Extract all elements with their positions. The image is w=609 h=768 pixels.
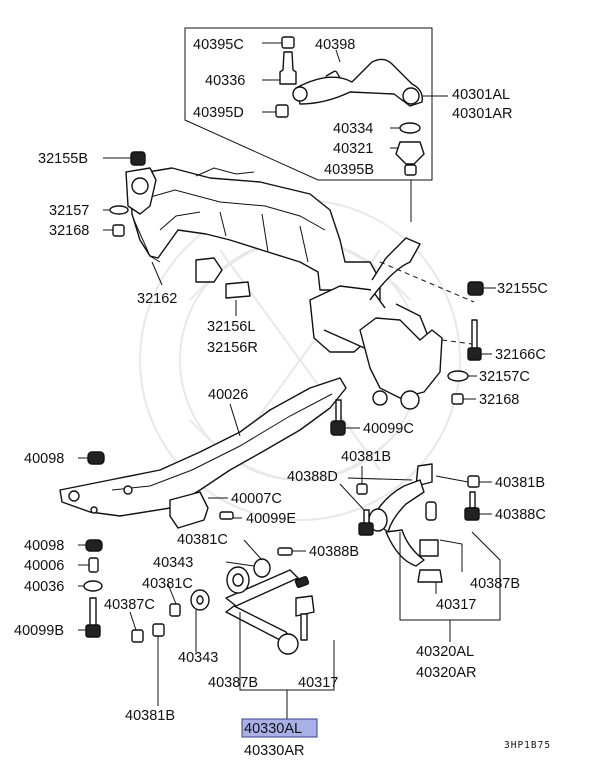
- nut-40381c: [167, 539, 263, 617]
- label-40334: 40334: [333, 121, 373, 137]
- leader-40387b: [439, 539, 463, 572]
- label-40320al: 40320AL: [416, 644, 474, 660]
- bracket-32156: [195, 257, 251, 316]
- nut-40395d: [275, 104, 289, 118]
- lower-arm-40320: [368, 463, 443, 583]
- label-40381b-mid: 40381B: [341, 449, 391, 465]
- label-32168-left: 32168: [49, 223, 89, 239]
- washer-32157c: [447, 370, 477, 382]
- crossmember-40026: [59, 377, 347, 517]
- label-32156r: 32156R: [207, 340, 258, 356]
- mount-32155c: [379, 261, 496, 303]
- label-40007c: 40007C: [231, 491, 282, 507]
- label-40395c: 40395C: [193, 37, 244, 53]
- label-40006: 40006: [24, 558, 64, 574]
- label-40381c-top: 40381C: [177, 532, 228, 548]
- label-40395b: 40395B: [324, 162, 374, 178]
- label-40026: 40026: [208, 387, 248, 403]
- label-40381c-lower: 40381C: [142, 576, 193, 592]
- nut-40395b: [404, 164, 417, 176]
- bolt-32166c: [441, 319, 492, 361]
- label-40098-lower: 40098: [24, 538, 64, 554]
- label-40387b-lower: 40387B: [208, 675, 258, 691]
- ring-40334: [399, 122, 421, 134]
- label-40343-lower: 40343: [178, 650, 218, 666]
- label-40388c: 40388C: [495, 507, 546, 523]
- boot-40321: [395, 141, 425, 165]
- bolt-40388d: [339, 477, 413, 536]
- label-40036: 40036: [24, 579, 64, 595]
- label-40301al: 40301AL: [452, 87, 510, 103]
- washer-32157: [103, 205, 129, 215]
- label-40388b: 40388B: [309, 544, 359, 560]
- label-32168-right: 32168: [479, 392, 519, 408]
- label-32162: 32162: [137, 291, 177, 307]
- label-40336: 40336: [205, 73, 245, 89]
- label-40398: 40398: [315, 37, 355, 53]
- label-32157: 32157: [49, 203, 89, 219]
- label-40343-top: 40343: [153, 555, 193, 571]
- bracket-40007c: [169, 491, 228, 529]
- label-32155c: 32155C: [497, 281, 548, 297]
- bush-40098-lower: [78, 539, 103, 552]
- collar-40006: [78, 557, 99, 573]
- upper-arm: [295, 58, 423, 107]
- bracket-40330: [239, 612, 335, 720]
- label-40330al: 40330AL: [244, 721, 302, 737]
- label-40395d: 40395D: [193, 105, 244, 121]
- nut-40381b-right: [435, 475, 492, 488]
- label-40330ar: 40330AR: [244, 743, 304, 759]
- label-40099e: 40099E: [246, 511, 296, 527]
- washer-40036: [78, 580, 103, 592]
- bolt-40099e: [219, 511, 242, 520]
- bolt-40388c: [464, 491, 492, 521]
- highlight-40330al: [241, 718, 318, 738]
- front-crossmember: [125, 167, 443, 410]
- label-40381b-right: 40381B: [495, 475, 545, 491]
- nut-40381b-bottom: [152, 623, 165, 706]
- diagram-code: 3HP1B75: [504, 740, 551, 751]
- label-40321: 40321: [333, 141, 373, 157]
- nut-40395c: [281, 36, 295, 49]
- nut-40387c: [129, 611, 144, 643]
- bush-40098-top: [78, 451, 105, 465]
- label-32155b: 32155B: [38, 151, 88, 167]
- label-32157c: 32157C: [479, 369, 530, 385]
- label-40320ar: 40320AR: [416, 665, 476, 681]
- nut-32168-right: [451, 393, 476, 405]
- bolt-40388b: [277, 547, 306, 556]
- label-40098-top: 40098: [24, 451, 64, 467]
- bolt-40099b: [78, 597, 101, 638]
- washer-40343: [190, 558, 271, 652]
- nut-32168-left: [103, 224, 125, 237]
- upper-arm-inset: [184, 27, 448, 222]
- label-40317-lower: 40317: [298, 675, 338, 691]
- label-40381b-bottom: 40381B: [125, 708, 175, 724]
- label-40099c: 40099C: [363, 421, 414, 437]
- ball-joint-40336: [279, 51, 297, 85]
- label-40388d: 40388D: [287, 469, 338, 485]
- lower-arm-40330: [225, 566, 315, 655]
- label-32166c: 32166C: [495, 347, 546, 363]
- label-40099b: 40099B: [14, 623, 64, 639]
- label-40301ar: 40301AR: [452, 106, 512, 122]
- bolt-40099c: [330, 399, 360, 436]
- label-40317-right: 40317: [436, 597, 476, 613]
- label-40387b-right: 40387B: [470, 576, 520, 592]
- label-32156l: 32156L: [207, 319, 255, 335]
- nut-40381b-mid: [356, 466, 368, 495]
- bracket-40320: [399, 531, 501, 642]
- label-40387c: 40387C: [104, 597, 155, 613]
- mount-32155b: [103, 151, 146, 166]
